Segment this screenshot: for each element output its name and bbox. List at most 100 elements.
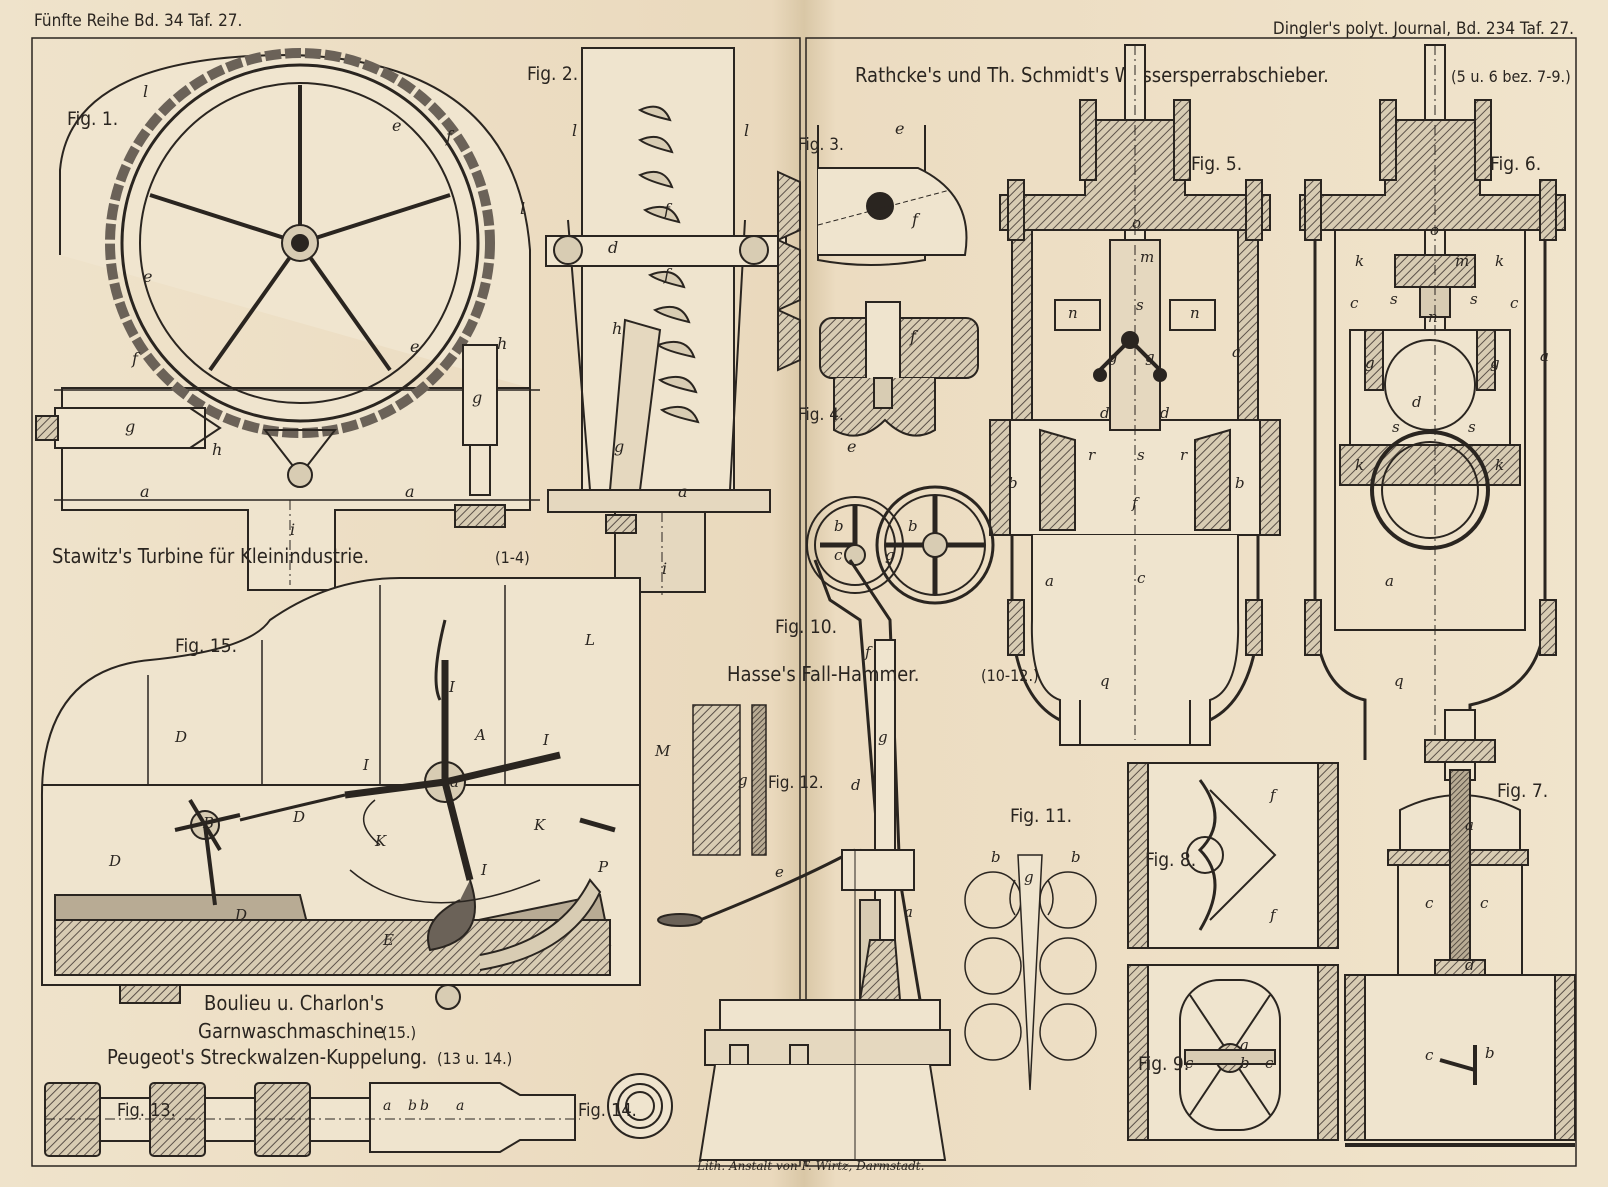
svg-text:n: n bbox=[1068, 304, 1078, 322]
fig8-letters: f f bbox=[1269, 786, 1278, 924]
svg-text:f: f bbox=[909, 327, 919, 346]
svg-text:l: l bbox=[143, 82, 148, 101]
svg-text:m: m bbox=[1455, 252, 1469, 270]
svg-text:e: e bbox=[895, 119, 904, 138]
svg-text:m: m bbox=[1140, 248, 1154, 266]
svg-text:E: E bbox=[382, 931, 394, 949]
svg-text:c: c bbox=[1265, 1054, 1274, 1072]
svg-text:h: h bbox=[497, 334, 507, 353]
svg-text:c: c bbox=[1510, 294, 1519, 312]
svg-text:D: D bbox=[234, 906, 247, 924]
svg-text:h: h bbox=[612, 319, 622, 338]
fig10-drop-hammer bbox=[657, 485, 995, 1161]
fig12-hammer-face bbox=[692, 704, 767, 856]
fig2-turbine-section bbox=[545, 47, 787, 595]
svg-text:r: r bbox=[1088, 446, 1096, 464]
svg-text:g: g bbox=[885, 546, 895, 564]
svg-text:e: e bbox=[143, 267, 152, 286]
svg-text:a: a bbox=[383, 1098, 391, 1114]
fig13-label: Fig. 13. bbox=[117, 1100, 176, 1121]
svg-text:i: i bbox=[290, 520, 295, 539]
svg-text:d: d bbox=[608, 238, 618, 257]
svg-text:a: a bbox=[1240, 1036, 1249, 1054]
svg-text:c: c bbox=[1185, 1054, 1194, 1072]
header-right: Dingler's polyt. Journal, Bd. 234 Taf. 2… bbox=[1273, 19, 1574, 39]
series-label: Fünfte Reihe Bd. 34 Taf. 27. bbox=[34, 11, 242, 31]
fig6-letters: o k k m c c s s n g g d s s k k a a q bbox=[1350, 221, 1549, 690]
svg-text:l: l bbox=[744, 121, 749, 140]
valve-ref: (5 u. 6 bez. 7-9.) bbox=[1451, 67, 1571, 86]
svg-text:b: b bbox=[1485, 1044, 1495, 1062]
fig9-valve-detail bbox=[1127, 964, 1339, 1141]
svg-text:i: i bbox=[662, 559, 667, 578]
svg-text:a: a bbox=[456, 1098, 464, 1114]
svg-text:D: D bbox=[292, 808, 305, 826]
svg-text:e: e bbox=[392, 116, 401, 135]
svg-text:a: a bbox=[678, 482, 688, 501]
fig11-label: Fig. 11. bbox=[1010, 805, 1072, 827]
svg-text:e: e bbox=[775, 863, 784, 881]
plate-border bbox=[31, 37, 1577, 1167]
washer-ref: (15.) bbox=[382, 1023, 416, 1042]
svg-text:a: a bbox=[405, 482, 415, 501]
svg-text:q: q bbox=[1100, 672, 1110, 690]
svg-text:a: a bbox=[1045, 572, 1054, 590]
fig10-label: Fig. 10. bbox=[775, 616, 837, 638]
fig13-letters: a b b a bbox=[383, 1098, 464, 1114]
svg-text:a: a bbox=[904, 903, 913, 921]
fig5-label: Fig. 5. bbox=[1191, 153, 1242, 175]
header-left: Fünfte Reihe Bd. 34 Taf. 27. bbox=[34, 11, 242, 31]
svg-text:l: l bbox=[572, 121, 577, 140]
svg-text:d: d bbox=[1100, 404, 1110, 422]
svg-text:g: g bbox=[1024, 868, 1034, 886]
fig7-label: Fig. 7. bbox=[1497, 780, 1548, 802]
fig12-label: Fig. 12. bbox=[768, 773, 824, 793]
svg-text:r: r bbox=[1180, 446, 1188, 464]
svg-text:e: e bbox=[847, 437, 856, 456]
svg-text:I: I bbox=[542, 731, 550, 749]
fig3-guide-detail bbox=[777, 125, 968, 372]
fig7-valve-section bbox=[1344, 709, 1576, 1147]
svg-text:c: c bbox=[1137, 569, 1146, 587]
fig1-label: Fig. 1. bbox=[67, 108, 118, 130]
svg-text:I: I bbox=[362, 756, 370, 774]
svg-text:f: f bbox=[1131, 494, 1140, 512]
printer-imprint: Lith. Anstalt von F. Wirtz, Darmstadt. bbox=[696, 1159, 924, 1173]
svg-text:f: f bbox=[663, 265, 673, 284]
fig14-label: Fig. 14. bbox=[578, 1100, 637, 1121]
fig4-label: Fig. 4. bbox=[798, 405, 844, 425]
svg-text:s: s bbox=[1136, 296, 1144, 314]
svg-text:n: n bbox=[1190, 304, 1200, 322]
svg-text:f: f bbox=[864, 643, 873, 661]
fig6-label: Fig. 6. bbox=[1490, 153, 1541, 175]
turbine-ref: (1-4) bbox=[495, 548, 530, 567]
svg-text:B: B bbox=[202, 814, 214, 832]
svg-text:D: D bbox=[174, 728, 187, 746]
fig11-letters: b b g bbox=[991, 848, 1081, 886]
svg-text:f: f bbox=[663, 200, 673, 219]
coupling-ref: (13 u. 14.) bbox=[437, 1049, 512, 1068]
svg-text:k: k bbox=[1495, 252, 1504, 270]
svg-text:a: a bbox=[140, 482, 150, 501]
svg-text:g: g bbox=[472, 388, 482, 407]
svg-text:a: a bbox=[1540, 347, 1549, 365]
washer-title-line1: Boulieu u. Charlon's bbox=[204, 991, 384, 1015]
journal-label: Dingler's polyt. Journal, Bd. 234 Taf. 2… bbox=[1273, 19, 1574, 39]
svg-text:g: g bbox=[878, 728, 888, 746]
fig3-label: Fig. 3. bbox=[798, 135, 844, 155]
svg-text:c: c bbox=[1425, 1046, 1434, 1064]
fig10-letters: b b c g f g d e a bbox=[775, 517, 918, 921]
svg-text:I: I bbox=[448, 678, 456, 696]
svg-text:g: g bbox=[1108, 348, 1118, 366]
washer-title-line2: Garnwaschmaschine bbox=[198, 1019, 385, 1043]
fig15-letters: I A I I a D B D K I K D D P E L M bbox=[108, 631, 671, 949]
svg-text:g: g bbox=[1145, 348, 1155, 366]
svg-text:M: M bbox=[654, 742, 671, 760]
svg-text:d: d bbox=[851, 776, 861, 794]
fig4-letters: f e bbox=[847, 327, 919, 456]
fig4-paddle-detail bbox=[819, 301, 979, 437]
svg-text:d: d bbox=[1412, 393, 1422, 411]
valve-title: Rathcke's und Th. Schmidt's Wassersperra… bbox=[855, 63, 1329, 87]
svg-text:f: f bbox=[911, 210, 921, 229]
